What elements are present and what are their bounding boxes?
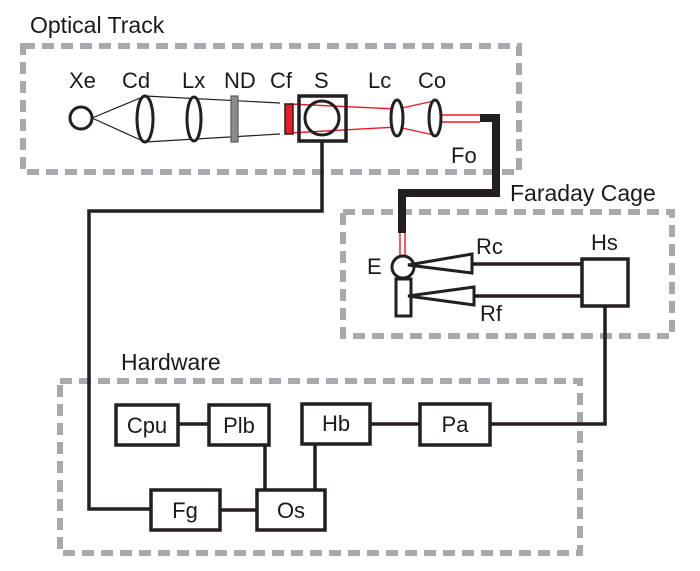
eye-icon (390, 254, 416, 280)
label-plb: Plb (223, 413, 255, 438)
optical-track-group (20, 43, 522, 175)
label-rf: Rf (480, 301, 503, 326)
label-os: Os (277, 498, 305, 523)
shutter-icon (303, 99, 341, 137)
label-co: Co (418, 68, 446, 93)
hardware-label: Hardware (121, 349, 221, 375)
label-s: S (314, 68, 329, 93)
optical-track-label: Optical Track (30, 12, 165, 38)
shutter-to-fg-wire (87, 141, 324, 511)
fiber-tip-red (399, 233, 406, 258)
label-fg: Fg (172, 498, 198, 523)
fg-box: Fg (149, 488, 222, 532)
label-lx: Lx (182, 68, 205, 93)
lens-lc-icon (389, 98, 405, 138)
label-cd: Cd (122, 68, 150, 93)
hs-to-pa-wire (490, 306, 607, 426)
faraday-cage-group (340, 209, 675, 339)
cpu-box: Cpu (114, 403, 180, 447)
label-hb: Hb (322, 411, 350, 436)
reference-electrode-rc-icon (407, 252, 474, 275)
optical-fiber (398, 114, 500, 233)
label-lc: Lc (368, 68, 391, 93)
label-cf: Cf (270, 68, 293, 93)
nd-filter-icon (230, 95, 239, 143)
hardware-group (57, 378, 583, 556)
label-hs: Hs (591, 230, 618, 255)
faraday-cage-label: Faraday Cage (510, 180, 656, 206)
pa-box: Pa (418, 402, 492, 447)
label-fo: Fo (451, 143, 477, 168)
plb-box: Plb (207, 403, 271, 447)
os-box: Os (255, 488, 327, 532)
lens-co-icon (427, 98, 443, 138)
light-path-red (289, 100, 480, 136)
light-path-white (91, 95, 281, 143)
reference-electrode-rf-icon (407, 285, 476, 307)
lens-lx-icon (185, 95, 203, 143)
color-filter-icon (284, 103, 294, 135)
hb-box: Hb (300, 402, 372, 446)
label-e: E (367, 254, 382, 279)
condenser-lens-icon (135, 94, 155, 144)
label-pa: Pa (442, 412, 470, 437)
label-xe: Xe (69, 68, 96, 93)
xenon-lamp-icon (68, 105, 94, 131)
label-cpu: Cpu (127, 413, 167, 438)
label-rc: Rc (476, 234, 503, 259)
headstage-box (580, 257, 630, 308)
label-nd: ND (224, 68, 256, 93)
